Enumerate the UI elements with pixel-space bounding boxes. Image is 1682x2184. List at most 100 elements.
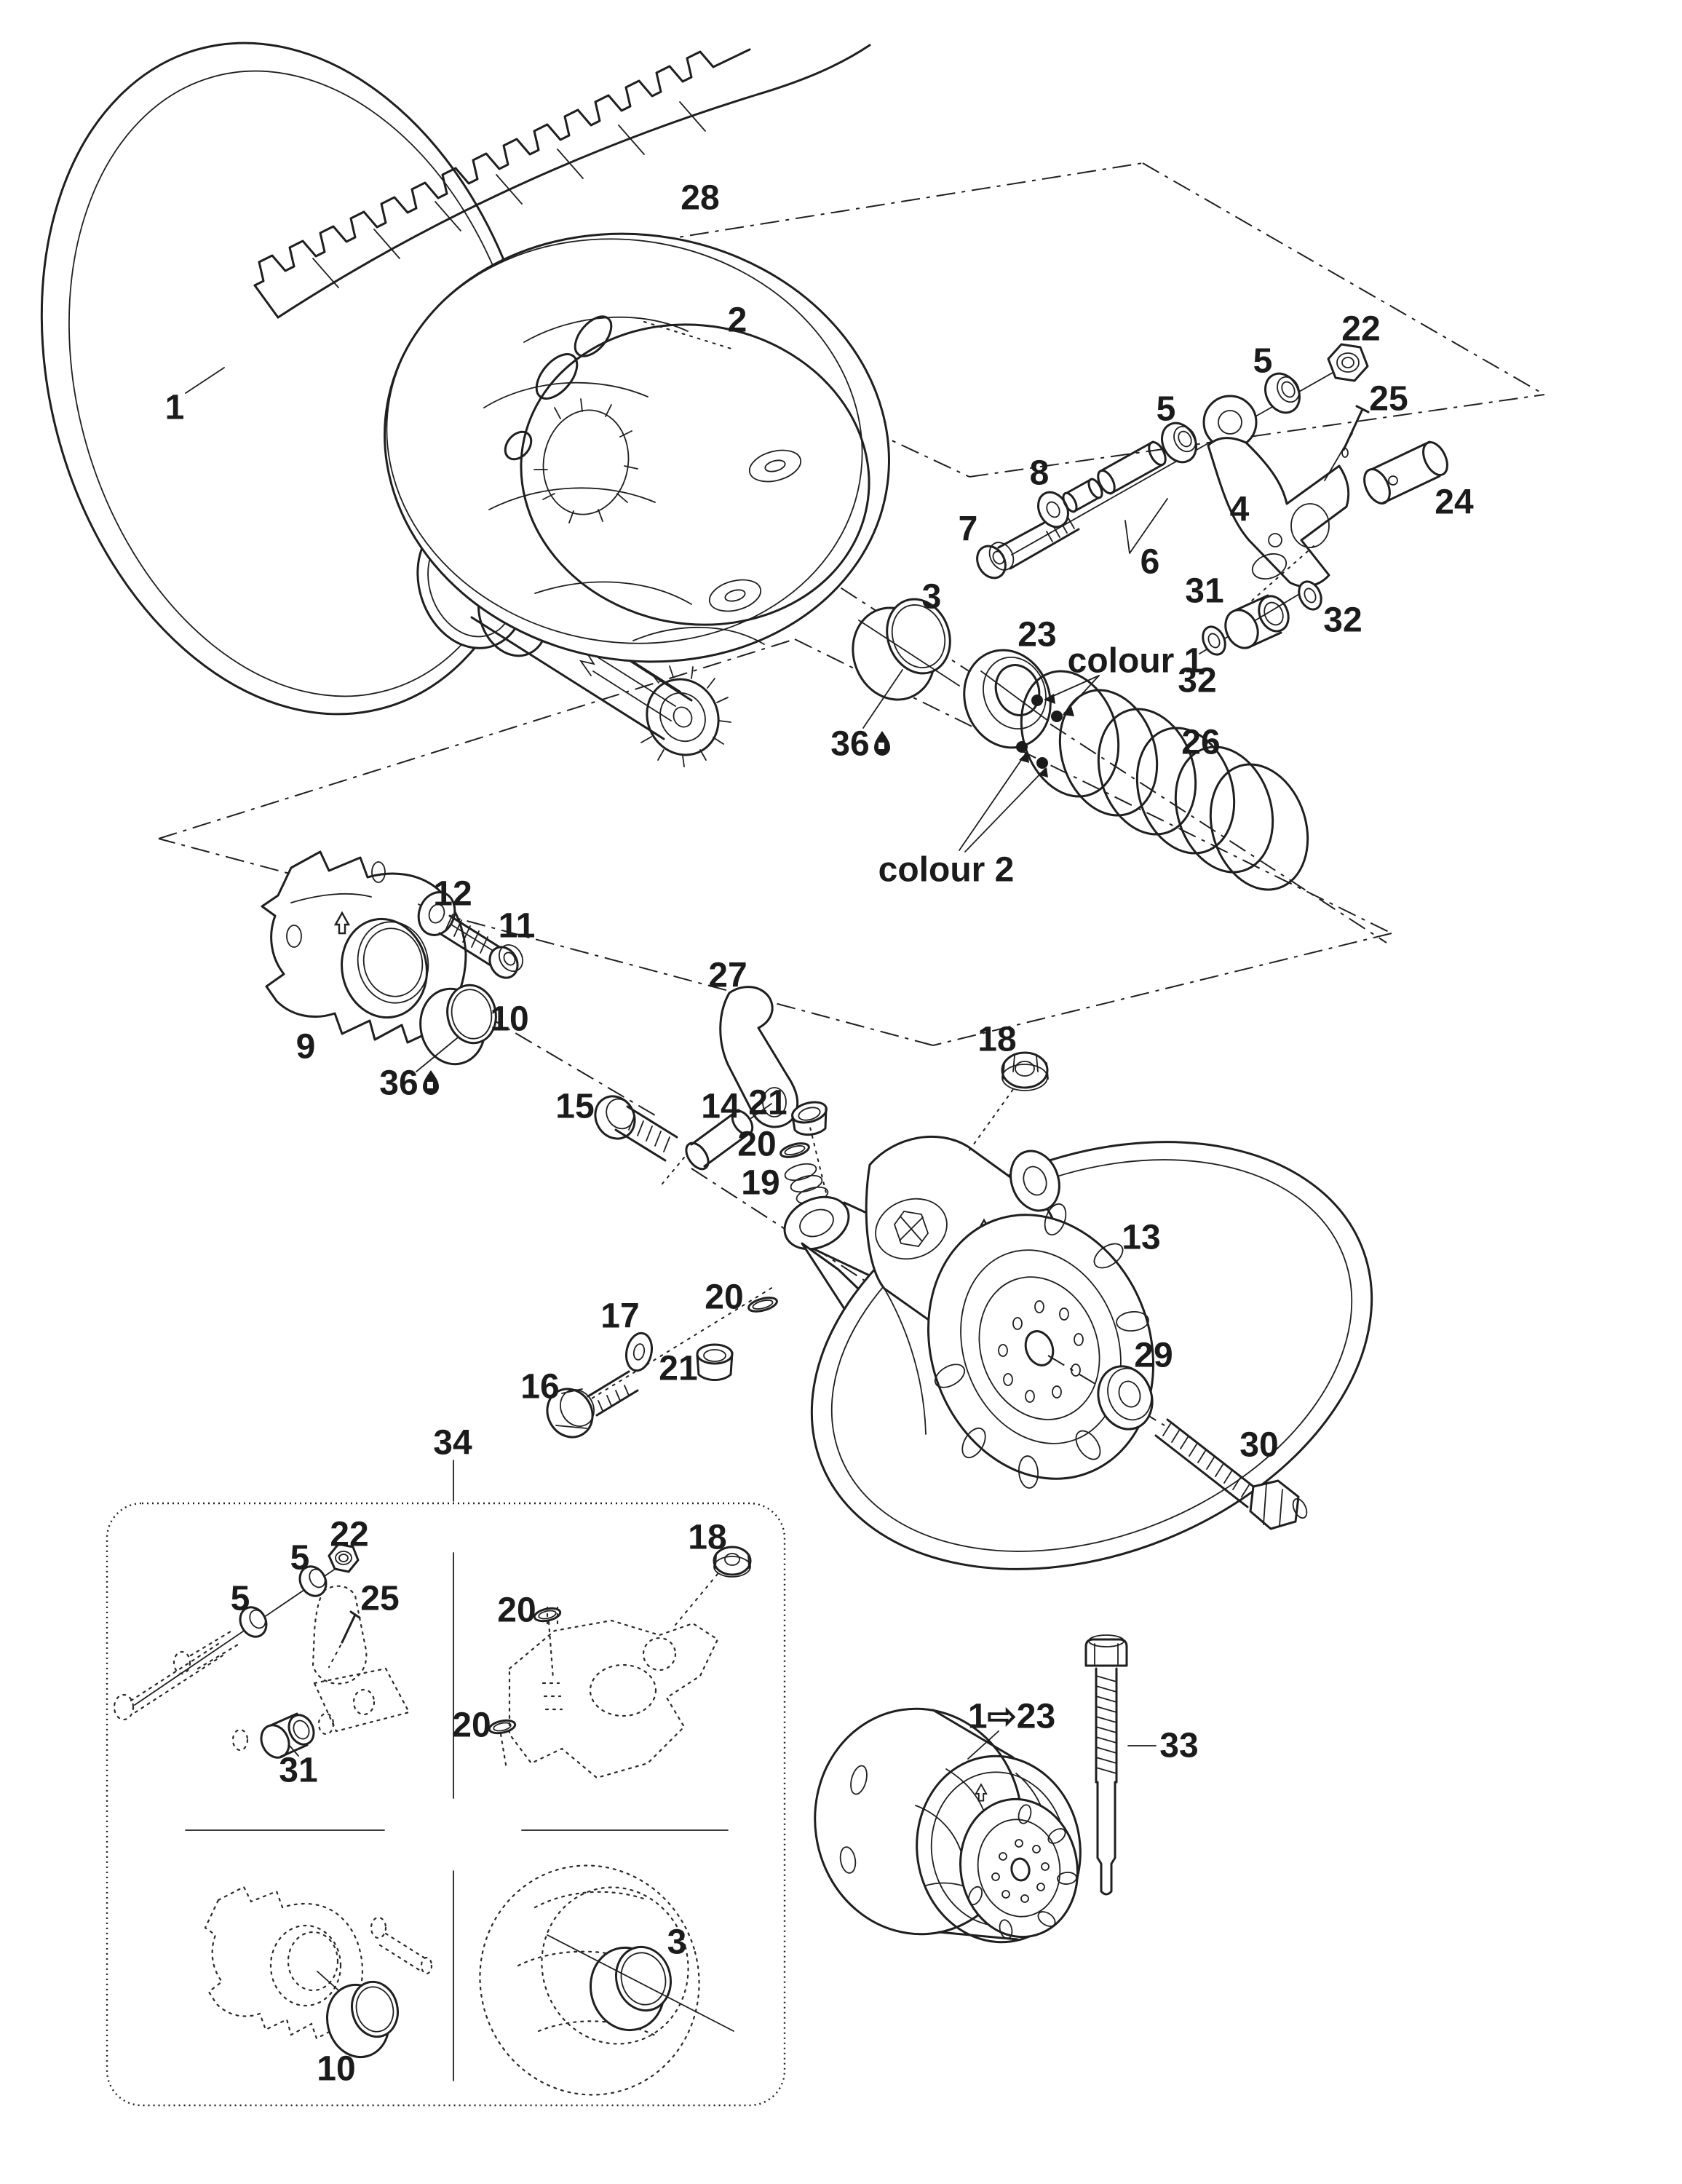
inset-tower-detail — [488, 1546, 752, 1779]
callout-23: 23 — [1017, 616, 1056, 654]
part-20-oring-lower — [747, 1297, 778, 1313]
part-16-17-21-group — [546, 1286, 774, 1439]
callout-36b: 36 — [379, 1064, 418, 1103]
part-5-bushing-right — [1264, 372, 1301, 414]
part-33-long-bolt — [1084, 1634, 1157, 1896]
part-18-nut — [969, 1051, 1049, 1151]
callout-32a: 32 — [1323, 601, 1362, 640]
callout-5d: 5 — [231, 1580, 250, 1618]
colour1-leaders — [1044, 675, 1100, 716]
part-4-lever — [1202, 395, 1350, 587]
part-23-dished-washer — [963, 649, 1052, 749]
part-13-flange-disc — [927, 1203, 1165, 1489]
callout-10a: 10 — [490, 1000, 528, 1039]
callout-33: 33 — [1159, 1727, 1198, 1765]
inset-box-34 — [106, 1460, 786, 2107]
callout-labels: 1 28 2 22 5 25 5 8 4 24 7 6 31 32 32 3 2… — [165, 179, 1474, 2089]
callout-6: 6 — [1140, 543, 1160, 582]
callout-5c: 5 — [290, 1539, 310, 1578]
callout-26: 26 — [1181, 724, 1220, 762]
part-25-pin — [1324, 405, 1370, 481]
callout-24: 24 — [1435, 483, 1474, 522]
callout-19: 19 — [741, 1164, 779, 1203]
spring-colour-marks — [1016, 695, 1063, 769]
part-26-spring — [959, 670, 1309, 891]
callout-col1: colour 1 — [1068, 642, 1204, 681]
callout-5b: 5 — [1157, 390, 1176, 429]
part-20-oring-upper — [779, 1142, 810, 1158]
inset-part-22-nut — [328, 1543, 360, 1573]
callout-2: 2 — [728, 301, 747, 340]
callout-4: 4 — [1230, 491, 1250, 529]
part-15-screw — [594, 1095, 685, 1189]
inset-part-31-roller — [260, 1712, 315, 1759]
part-9-hub — [261, 850, 467, 1044]
part-22-nut — [1327, 343, 1369, 382]
part-28-drive-belt — [253, 44, 871, 319]
part-2-sliding-sheave — [384, 232, 890, 663]
part-3-bushing — [852, 598, 960, 729]
callout-22a: 22 — [1341, 310, 1380, 349]
flange-small-holes — [998, 1300, 1084, 1403]
callout-11: 11 — [499, 907, 536, 946]
part-30-bolt — [1154, 1418, 1308, 1530]
assembled-pulley — [814, 1707, 1082, 1944]
callout-12: 12 — [433, 875, 472, 914]
pulley-flange-disc — [959, 1797, 1079, 1939]
callout-20b: 20 — [705, 1278, 743, 1317]
colour2-leaders — [959, 751, 1048, 852]
inset-lever-detail — [113, 1543, 410, 1759]
callout-36a: 36 — [830, 725, 869, 764]
combo-label-leader — [967, 1730, 999, 1760]
part-10-bushing — [416, 984, 497, 1072]
part-31-32-rollers — [1199, 545, 1322, 656]
callout-18a: 18 — [977, 1021, 1016, 1059]
callout-10b: 10 — [317, 2050, 355, 2089]
part-17-washer — [625, 1332, 653, 1372]
part-7-socket-bolt — [976, 508, 1080, 579]
oil-drop-icon — [423, 1070, 439, 1095]
inset-part-20-oring-a — [533, 1607, 562, 1623]
part-5-bushing-left — [1161, 422, 1197, 464]
callout-17: 17 — [600, 1297, 639, 1336]
part-13-sheave-assembly — [810, 1051, 1373, 1570]
callout-34: 34 — [433, 1424, 472, 1463]
callout-21a: 21 — [748, 1084, 787, 1123]
callout-28: 28 — [681, 179, 719, 218]
callout-32b: 32 — [1178, 662, 1216, 700]
inset-part-25-pin — [328, 1610, 361, 1668]
callout-16: 16 — [520, 1368, 559, 1406]
inset-part-5-bushing-b — [298, 1565, 328, 1597]
callout-25b: 25 — [360, 1580, 399, 1618]
callout-31b: 31 — [279, 1752, 317, 1790]
inset-part-20-oring-b — [488, 1719, 517, 1735]
part-12-washer — [417, 891, 510, 962]
flange-small-holes — [991, 1839, 1050, 1903]
main-axis-line — [691, 490, 1387, 943]
part-16-bolt — [546, 1370, 639, 1439]
part-24-roller-pin — [1363, 440, 1448, 505]
callout-20a: 20 — [737, 1125, 776, 1164]
callout-col2: colour 2 — [878, 851, 1015, 890]
part-14-pin — [685, 1103, 772, 1171]
callout-29: 29 — [1134, 1337, 1173, 1375]
callout-27: 27 — [708, 957, 747, 995]
callout-9: 9 — [296, 1028, 316, 1067]
callout-30: 30 — [1239, 1426, 1278, 1465]
part-21-plug-upper — [791, 1101, 828, 1136]
callout-21b: 21 — [659, 1350, 697, 1388]
inset-part-3-bushing — [547, 1934, 734, 2032]
part-29-washer — [1097, 1365, 1154, 1431]
callout-5a: 5 — [1253, 342, 1273, 381]
inset-part-10-bushing — [325, 1980, 399, 2059]
inset-hub-detail — [204, 1886, 433, 2059]
inset-part-18-nut — [713, 1546, 752, 1578]
callout-3b: 3 — [667, 1923, 687, 1962]
inset-part-5-bushing-a — [239, 1606, 268, 1638]
callout-20e: 20 — [452, 1706, 491, 1745]
part-1-leader — [185, 367, 225, 394]
inset-sheave-detail — [479, 1864, 734, 2096]
callout-13: 13 — [1122, 1219, 1160, 1257]
part-6-spacer-sleeves — [1062, 440, 1168, 554]
